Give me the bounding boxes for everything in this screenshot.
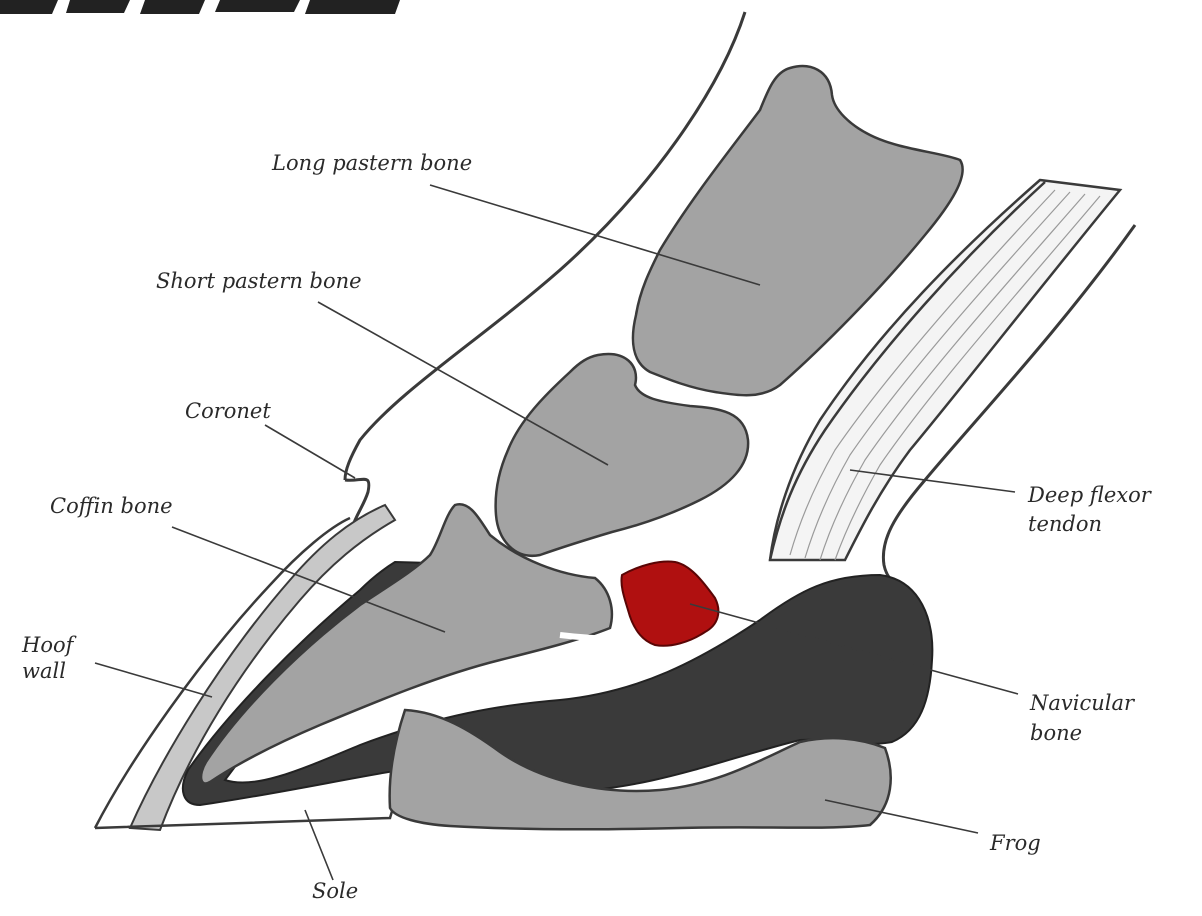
label-frog: Frog <box>990 830 1041 856</box>
label-long-pastern-bone: Long pastern bone <box>272 150 472 176</box>
label-hoof-wall-line-1: Hoof <box>22 632 73 658</box>
navicular-bone <box>621 562 718 646</box>
cropped-title-fragment <box>0 0 400 14</box>
label-deep-flexor-line-2: tendon <box>1028 511 1102 537</box>
label-hoof-wall-line-2: wall <box>22 658 66 684</box>
label-deep-flexor-line-1: Deep flexor <box>1028 482 1151 508</box>
label-navicular-line-2: bone <box>1030 720 1082 746</box>
label-coronet: Coronet <box>185 398 271 424</box>
label-short-pastern-bone: Short pastern bone <box>156 268 362 294</box>
label-sole: Sole <box>312 878 358 904</box>
label-coffin-bone: Coffin bone <box>50 493 173 519</box>
label-navicular-line-1: Navicular <box>1030 690 1134 716</box>
